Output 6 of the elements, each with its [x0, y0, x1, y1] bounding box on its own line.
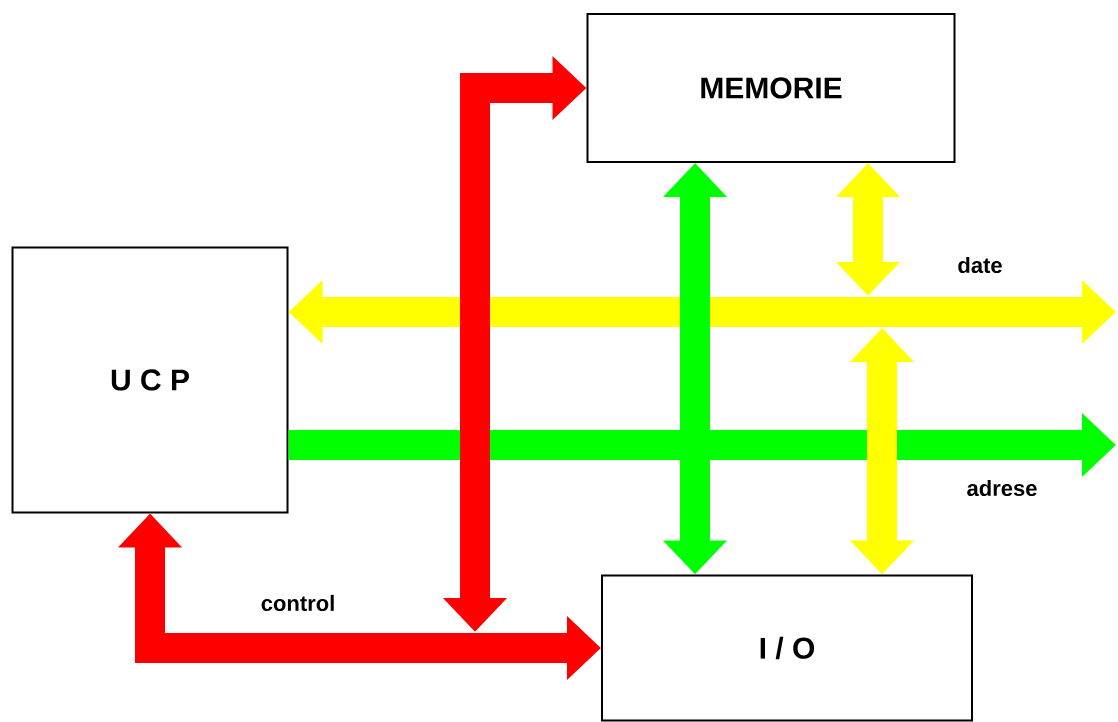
unit-box: MEMORIE [586, 13, 956, 163]
edge-label: control [261, 594, 334, 612]
unit-box: I / O [601, 574, 973, 722]
unit-box: U C P [11, 246, 289, 514]
edge-label: adrese [967, 479, 1037, 497]
edge-label: date [958, 256, 1002, 274]
